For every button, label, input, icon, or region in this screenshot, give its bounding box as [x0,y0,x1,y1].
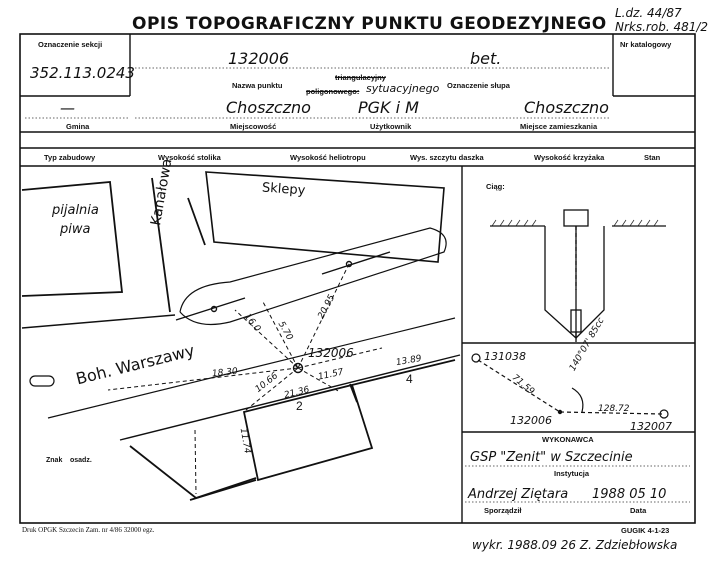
user-value: PGK i M [358,98,419,117]
print-note: Druk OPGK Szczecin Zam. nr 4/86 32000 eg… [22,526,155,534]
town-label: Miejscowość [230,122,277,131]
type-option-triangulation: triangulacyjny [335,73,386,82]
col-cross-height: Wysokość krzyżaka [534,153,605,162]
sheet-value: 352.113.0243 [30,64,135,82]
gmina-label: Gmina [66,122,90,131]
author-date: 1988 05 10 [592,487,667,502]
point-number: 132006 [228,49,290,68]
institution-label: Instytucja [554,469,590,478]
date-label: Data [630,506,647,515]
sheet-label: Oznaczenie sekcji [38,40,103,49]
house-number-2: 2 [296,399,303,413]
col-building-type: Typ zabudowy [44,153,96,162]
catalog-label: Nr katalogowy [620,40,672,49]
marker-label-2: osadz. [70,457,92,464]
executed-note: wykr. 1988.09 26 Z. Zdziebłowska [472,538,678,552]
traverse-point-c: 132007 [630,420,672,433]
residence-label: Miejsce zamieszkania [520,122,598,131]
marker-type: bet. [470,49,502,68]
col-heliotrope-height: Wysokość heliotropu [290,153,366,162]
corner-ref-line1: L.dz. 44/87 [615,6,682,20]
type-option-polygon: poligonowego: [306,87,360,96]
name-label: Nazwa punktu [232,81,283,90]
type-selected: sytuacyjnego [366,82,440,95]
author-name: Andrzej Ziętara [468,487,569,502]
traverse-dist-bc: 128.72 [598,404,630,414]
gmina-value: — [60,99,75,117]
residence-value: Choszczno [524,98,609,117]
ciag-label: Ciąg: [486,182,505,191]
executor-label: WYKONAWCA [542,435,594,444]
traverse-point-b: 132006 [510,414,552,427]
marker-label-1: Znak [46,457,63,464]
post-label: Oznaczenie słupa [447,81,510,90]
house-number-4: 4 [406,372,413,386]
traverse-point-a: 131038 [484,350,526,363]
map-building-label-2: piwa [60,222,91,237]
user-label: Użytkownik [370,122,412,131]
corner-ref-line2: Nrks.rob. 481/2 [615,20,709,34]
form-title: OPIS TOPOGRAFICZNY PUNKTU GEODEZYJNEGO [132,14,607,34]
col-status: Stan [644,153,661,162]
point-label: 132006 [308,346,354,360]
form-code: GUGIK 4-1-23 [621,526,670,535]
map-building-label-1: pijalnia [52,203,99,218]
col-roof-height: Wys. szczytu daszka [410,153,484,162]
executor-company: GSP "Zenit" w Szczecinie [470,450,633,465]
shop-label: Sklepy [261,180,306,199]
col-table-height: Wysokość stolika [158,153,221,162]
town-value: Choszczno [226,98,311,117]
author-label: Sporządził [484,506,522,515]
